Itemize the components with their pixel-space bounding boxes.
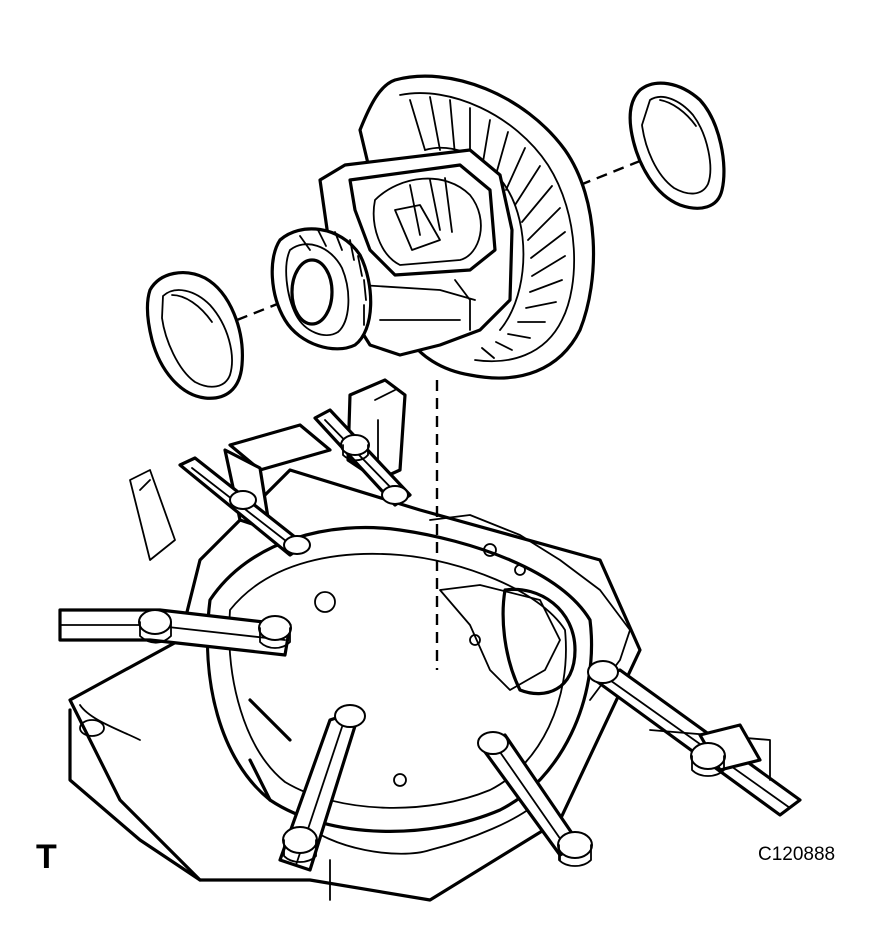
bolt [381, 485, 409, 505]
bolt [229, 490, 257, 510]
bolt [690, 742, 726, 777]
bolt [282, 826, 318, 863]
reference-code: C120888 [758, 844, 836, 865]
bolt [334, 704, 366, 728]
view-label: T [36, 838, 57, 876]
bolt [258, 615, 292, 649]
holding-fixture [58, 378, 802, 872]
bolt [138, 609, 172, 644]
bolt [557, 831, 593, 867]
bearing-outer-race-right [628, 81, 726, 210]
bearing-outer-race-left [145, 271, 244, 400]
bolt [283, 535, 311, 555]
bolt [477, 731, 509, 755]
side-bearing [270, 227, 373, 351]
bolt [340, 434, 370, 462]
bolt [587, 660, 619, 684]
